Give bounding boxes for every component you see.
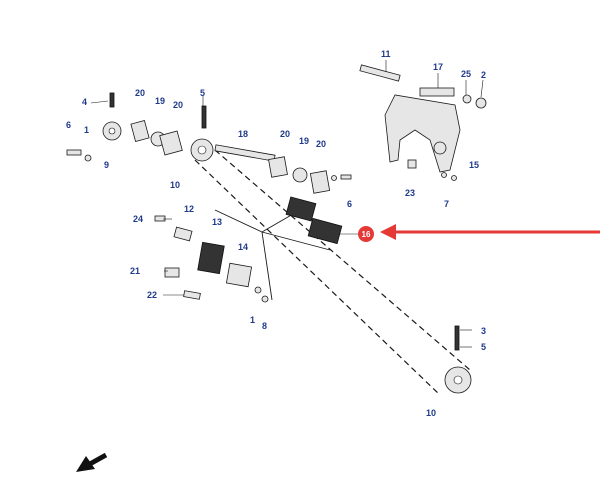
callout-9: 9 bbox=[104, 160, 109, 170]
callout-7: 7 bbox=[444, 199, 449, 209]
callout-1b: 1 bbox=[250, 315, 255, 325]
bracket-assembly bbox=[359, 64, 487, 181]
callout-5a: 5 bbox=[200, 88, 205, 98]
callout-10a: 10 bbox=[170, 180, 180, 190]
shaft-assembly bbox=[214, 144, 352, 194]
callout-19a: 19 bbox=[155, 96, 165, 106]
callout-20a: 20 bbox=[135, 88, 145, 98]
callout-11: 11 bbox=[381, 49, 391, 59]
callout-4: 4 bbox=[82, 97, 87, 107]
callout-18: 18 bbox=[238, 129, 248, 139]
callout-20b: 20 bbox=[173, 100, 183, 110]
callout-20c: 20 bbox=[280, 129, 290, 139]
callout-8: 8 bbox=[262, 321, 267, 331]
callout-5b: 5 bbox=[481, 342, 486, 352]
callout-15: 15 bbox=[469, 160, 479, 170]
leader-lines bbox=[90, 60, 484, 348]
callout-17: 17 bbox=[433, 62, 443, 72]
callout-12: 12 bbox=[184, 204, 194, 214]
callout-3: 3 bbox=[481, 326, 486, 336]
callout-14: 14 bbox=[238, 242, 248, 252]
callout-20d: 20 bbox=[316, 139, 326, 149]
callout-19b: 19 bbox=[299, 136, 309, 146]
callout-21: 21 bbox=[130, 266, 140, 276]
callout-25: 25 bbox=[461, 69, 471, 79]
callout-2: 2 bbox=[481, 70, 486, 80]
callout-22: 22 bbox=[147, 290, 157, 300]
highlight-arrow bbox=[380, 224, 600, 240]
right-sprocket-assembly bbox=[444, 325, 472, 394]
callout-16-badge[interactable]: 16 bbox=[358, 226, 374, 242]
callout-16: 16 bbox=[362, 230, 371, 239]
callout-23: 23 bbox=[405, 188, 415, 198]
callout-10b: 10 bbox=[426, 408, 436, 418]
callout-1a: 1 bbox=[84, 125, 89, 135]
arrow-down-left-icon[interactable] bbox=[76, 452, 108, 472]
callout-6b: 6 bbox=[347, 199, 352, 209]
tensioner-assembly bbox=[154, 196, 343, 303]
callout-labels: 4 20 19 20 5 6 1 9 10 18 20 19 20 6 11 1… bbox=[66, 49, 486, 418]
left-sprocket-assembly bbox=[66, 92, 214, 162]
callout-13: 13 bbox=[212, 217, 222, 227]
callout-6a: 6 bbox=[66, 120, 71, 130]
callout-24: 24 bbox=[133, 214, 143, 224]
